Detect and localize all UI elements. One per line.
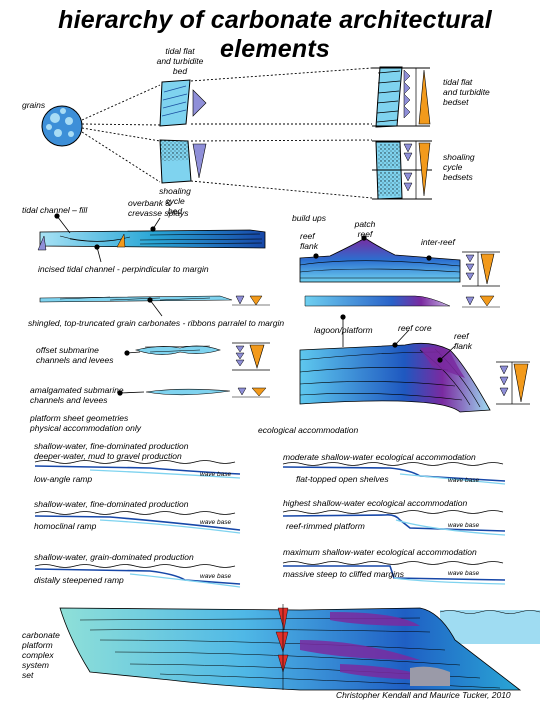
label-ramp2-desc: shallow-water, fine-dominated production xyxy=(34,499,189,509)
carbonate-platform-complex xyxy=(59,604,541,691)
reef-margin-section xyxy=(299,314,530,413)
tidal-channel-section xyxy=(37,213,266,263)
label-grains: grains xyxy=(22,100,46,110)
label-lagoon-platform: lagoon/platform xyxy=(314,325,373,335)
shingled-ribbons xyxy=(39,295,270,317)
label-wave-base-3: wave base xyxy=(200,573,232,580)
label-eco1-desc: moderate shallow-water ecological accomm… xyxy=(283,452,476,462)
tidal-flat-bed-block xyxy=(159,79,207,127)
label-ramp3-name: distally steepened ramp xyxy=(34,575,124,585)
tidal-flat-bedset-stack xyxy=(372,66,431,128)
label-ramp1-name: low-angle ramp xyxy=(34,474,93,484)
grain-sphere xyxy=(41,105,83,147)
label-tidal-channel-fill: tidal channel – fill xyxy=(22,205,88,215)
platform-profile-reef-rimmed xyxy=(282,510,506,536)
label-reef-core: reef core xyxy=(398,323,432,333)
amalgamated-channels xyxy=(117,387,270,398)
label-ramp2-name: homoclinal ramp xyxy=(34,521,97,531)
label-wave-base-5: wave base xyxy=(448,522,480,529)
label-wave-base-4: wave base xyxy=(448,477,480,484)
label-incised-channel: incised tidal channel - perpindicular to… xyxy=(38,264,209,274)
shoaling-bed-block xyxy=(159,139,207,184)
label-wave-base-2: wave base xyxy=(200,519,232,526)
label-ramp1-desc: shallow-water, fine-dominated production… xyxy=(34,441,189,461)
label-shingled: shingled, top-truncated grain carbonates… xyxy=(28,318,285,328)
label-credit: Christopher Kendall and Maurice Tucker, … xyxy=(336,690,511,700)
label-overbank: overbank &crevasse splays xyxy=(128,198,189,218)
platform-profile-flat-topped xyxy=(282,462,506,485)
grain-to-bed-connectors xyxy=(81,67,373,199)
shoaling-bedsets-stack xyxy=(372,140,432,200)
label-wave-base-6: wave base xyxy=(448,570,480,577)
page-title: hierarchy of carbonate architectural ele… xyxy=(58,6,492,63)
label-wave-base-1: wave base xyxy=(200,471,232,478)
ramp-profile-homoclinal xyxy=(34,511,241,534)
label-ramp3-desc: shallow-water, grain-dominated productio… xyxy=(34,552,194,562)
label-eco2-name: reef-rimmed platform xyxy=(286,521,365,531)
patch-reef-section xyxy=(299,235,500,287)
offset-channels xyxy=(124,342,270,371)
label-eco3-desc: maximum shallow-water ecological accommo… xyxy=(283,547,477,557)
ramp-profile-low-angle xyxy=(34,460,241,479)
label-build-ups: build ups xyxy=(292,213,327,223)
label-eco1-name: flat-topped open shelves xyxy=(296,474,389,484)
label-eco3-name: massive steep to cliffed margins xyxy=(283,569,404,579)
platform-profile-cliffed xyxy=(282,561,506,585)
reef-strip xyxy=(304,295,500,308)
label-ecological-accommodation: ecological accommodation xyxy=(258,425,359,435)
label-eco2-desc: highest shallow-water ecological accommo… xyxy=(283,498,468,508)
ramp-profile-distally-steepened xyxy=(34,564,241,588)
label-inter-reef: inter-reef xyxy=(421,237,455,247)
